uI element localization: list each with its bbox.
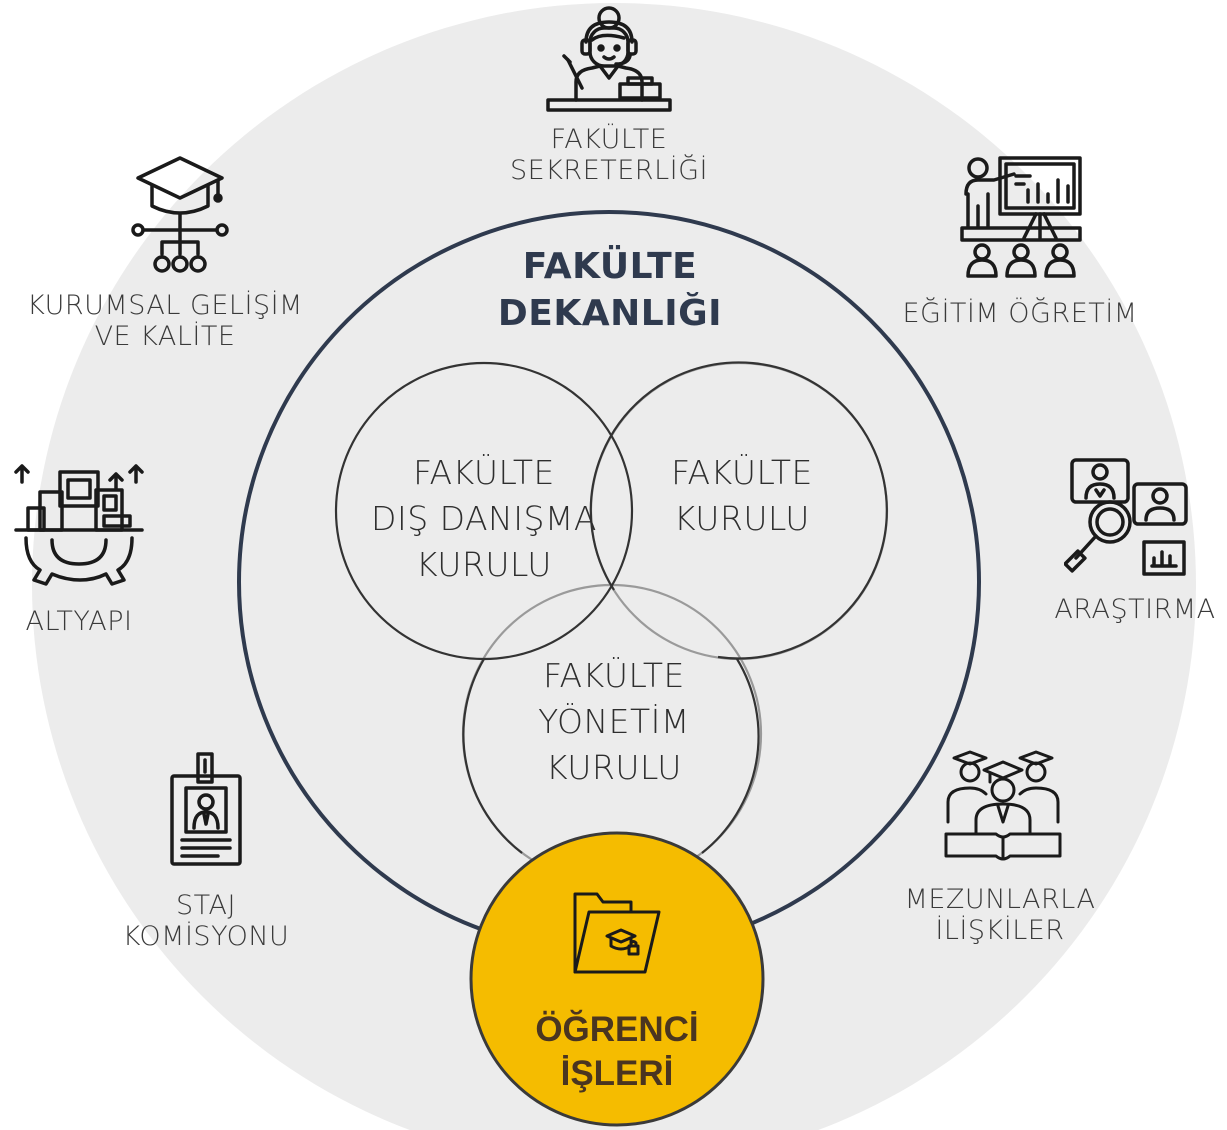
fakulte-kurulu-line-1: FAKÜLTE: [671, 453, 813, 492]
ogrenci-isleri-line-2: İŞLERİ: [560, 1053, 674, 1093]
egitim-label: EĞİTİM ÖĞRETİM: [880, 298, 1160, 329]
student-folder-icon: [569, 882, 665, 978]
dis-danisma-line-3: KURULU: [416, 545, 552, 585]
ogrenci-isleri-line-1: ÖĞRENCİ: [535, 1010, 699, 1049]
mezunlar-line-1: MEZUNLARLA: [904, 884, 1096, 915]
altyapi-line-1: ALTYAPI: [25, 606, 133, 637]
presentation-icon: [958, 154, 1084, 280]
ogrenci-isleri-label[interactable]: ÖĞRENCİ İŞLERİ: [517, 1008, 717, 1096]
infrastructure-gear-icon: [12, 462, 146, 586]
kurumsal-line-2: VE KALİTE: [94, 321, 236, 353]
secretary-icon: [544, 2, 674, 114]
fakulte-kurulu-arc: [589, 361, 888, 660]
altyapi-label: ALTYAPI: [4, 606, 154, 637]
title-line-2: DEKANLIĞI: [497, 292, 723, 334]
dis-danisma-line-1: FAKÜLTE: [413, 453, 555, 492]
egitim-line-1: EĞİTİM ÖĞRETİM: [902, 298, 1138, 329]
staj-line-2: KOMİSYONU: [122, 921, 290, 953]
dis-danisma-line-2: DIŞ DANIŞMA: [371, 499, 597, 539]
title-line-1: FAKÜLTE: [522, 246, 698, 287]
fakulte-kurulu-line-2: KURULU: [674, 499, 810, 539]
arastirma-line-1: ARAŞTIRMA: [1054, 594, 1216, 625]
sekreterlik-line-1: FAKÜLTE: [550, 124, 668, 155]
dis-danisma-label: FAKÜLTE DIŞ DANIŞMA KURULU: [354, 450, 614, 589]
mezunlar-line-2: İLİŞKİLER: [935, 915, 1065, 947]
graduation-network-icon: [128, 154, 232, 278]
id-badge-icon: [166, 750, 248, 870]
yonetim-kurulu-line-1: FAKÜLTE: [543, 656, 685, 695]
sekreterlik-label: FAKÜLTE SEKRETERLİĞİ: [469, 124, 749, 187]
yonetim-kurulu-label: FAKÜLTE YÖNETİM KURULU: [494, 653, 734, 792]
kurumsal-label: KURUMSAL GELİŞİM VE KALİTE: [10, 290, 320, 353]
staj-line-1: STAJ: [176, 890, 236, 921]
ogrenci-isleri-circle[interactable]: [469, 831, 765, 1127]
arastirma-label: ARAŞTIRMA: [1040, 594, 1227, 625]
sekreterlik-line-2: SEKRETERLİĞİ: [510, 155, 708, 187]
kurumsal-line-1: KURUMSAL GELİŞİM: [27, 290, 303, 321]
mezunlar-label: MEZUNLARLA İLİŞKİLER: [880, 884, 1120, 947]
page-title: FAKÜLTE DEKANLIĞI: [450, 244, 770, 338]
fakulte-kurulu-label: FAKÜLTE KURULU: [622, 450, 862, 542]
yonetim-kurulu-line-2: YÖNETİM: [538, 702, 690, 742]
graduates-icon: [940, 748, 1066, 864]
yonetim-kurulu-line-3: KURULU: [546, 748, 682, 788]
staj-label: STAJ KOMİSYONU: [96, 890, 316, 953]
yonetim-kurulu-arc: [462, 658, 523, 854]
yonetim-kurulu-arc-right: [701, 658, 760, 854]
research-icon: [1064, 454, 1190, 580]
